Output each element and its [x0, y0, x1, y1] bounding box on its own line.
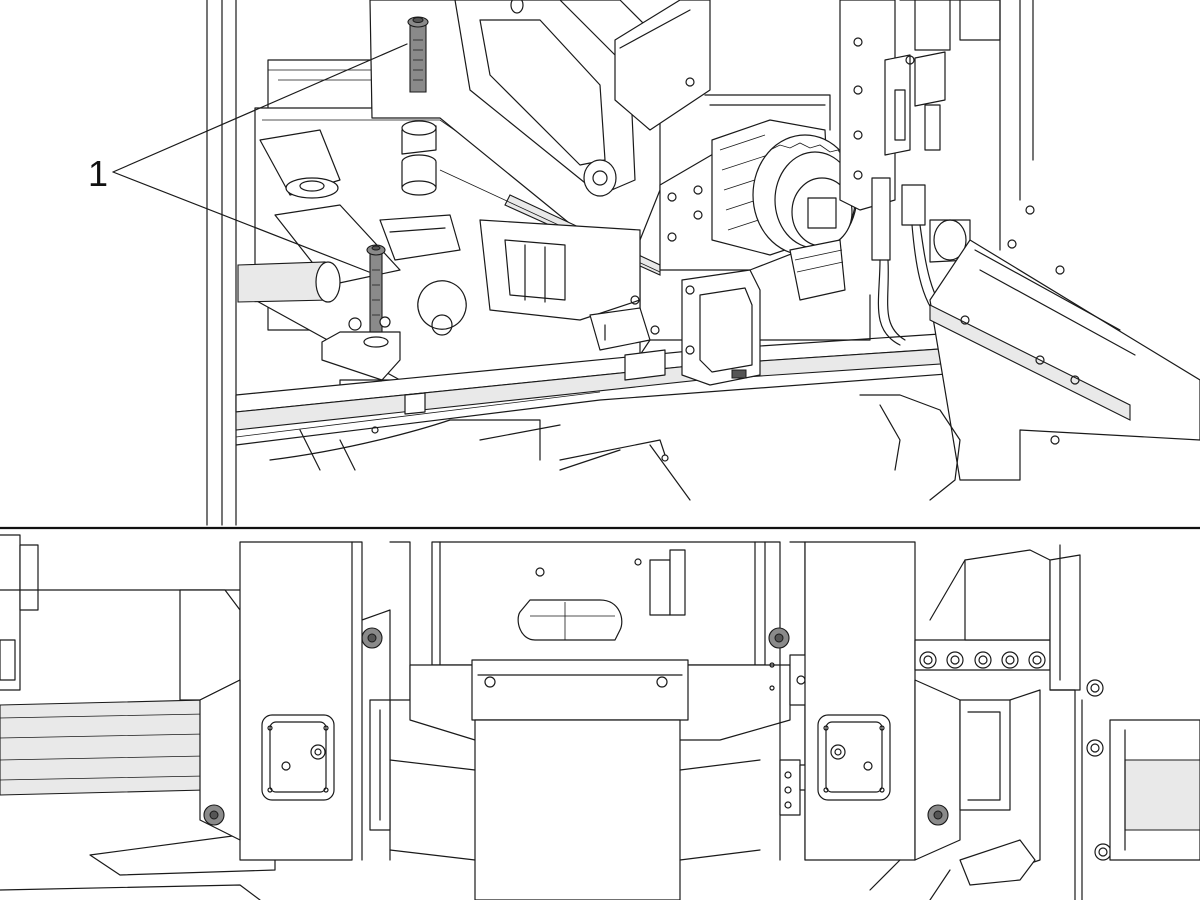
bolt-upper — [407, 16, 429, 93]
callout-leader-lines — [112, 43, 408, 273]
pneumatic-valve — [871, 51, 951, 346]
bolt-lower — [366, 244, 386, 341]
left-mounting-block — [199, 541, 383, 861]
bottom-panel-detail-view — [0, 534, 1200, 900]
callout-number: 1 — [88, 153, 108, 194]
right-mounting-block — [768, 541, 961, 861]
top-panel-assembly-view — [206, 0, 1200, 526]
connector-box — [681, 269, 761, 386]
center-carriage — [389, 541, 791, 900]
